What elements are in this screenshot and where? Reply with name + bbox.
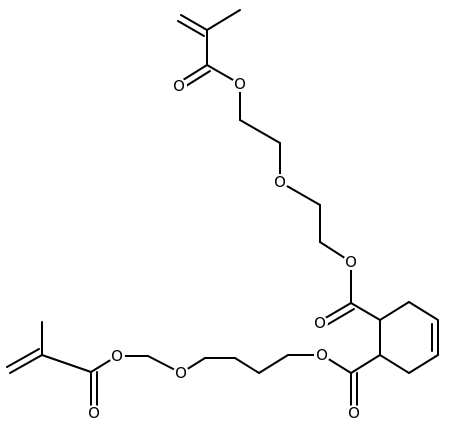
- atom-o-bottom-carbonyl: O: [86, 404, 102, 422]
- svg-text:O: O: [173, 77, 185, 95]
- bond-lower-chain-3: [234, 357, 260, 374]
- svg-text:O: O: [348, 404, 360, 422]
- atom-o-top-carbonyl: O: [171, 77, 187, 95]
- bond-bottom-carbonyl-alkene: [41, 354, 92, 373]
- svg-text:O: O: [234, 75, 246, 93]
- atom-o-lower-ester: O: [314, 346, 330, 364]
- svg-text:O: O: [316, 346, 328, 364]
- atom-o-top-ether: O: [272, 173, 288, 191]
- bond-top-methylene-a: [180, 14, 208, 31]
- bond-ring-5: [408, 354, 439, 374]
- bond-top-methyl: [206, 9, 241, 31]
- bond-upper-carbonyl-a: [321, 302, 352, 321]
- atom-o-top-ester: O: [232, 75, 248, 93]
- bond-top-carbonyl-a: [182, 64, 208, 81]
- svg-text:O: O: [314, 314, 326, 332]
- bond-ring-2: [408, 301, 439, 321]
- bond-top-carbonyl-b: [185, 70, 211, 87]
- bond-bottom-methylene-a: [9, 354, 43, 374]
- svg-text:O: O: [88, 404, 100, 422]
- bond-ring-6: [379, 354, 410, 374]
- bond-top-chain-2: [239, 119, 281, 144]
- bond-upper-carbonyl-ring: [350, 302, 381, 321]
- bond-lower-chain-2: [258, 354, 289, 374]
- atom-o-bottom-ester: O: [109, 347, 125, 365]
- atom-o-ring-lower-carbonyl: O: [346, 404, 362, 422]
- svg-text:O: O: [175, 364, 187, 382]
- atom-o-mid-ester: O: [343, 253, 359, 271]
- bond-upper-carbonyl-b: [324, 308, 355, 327]
- svg-text:O: O: [345, 253, 357, 271]
- bond-ring-1: [379, 301, 410, 321]
- svg-text:O: O: [111, 347, 123, 365]
- svg-text:O: O: [274, 173, 286, 191]
- bond-top-methylene-b: [177, 20, 205, 37]
- bond-bottom-methylene-b: [6, 348, 40, 368]
- atom-o-lower-ether: O: [173, 364, 189, 382]
- bond-lower-ring-carbonyl: [350, 354, 381, 374]
- atom-o-upper-ring-carbonyl: O: [312, 314, 328, 332]
